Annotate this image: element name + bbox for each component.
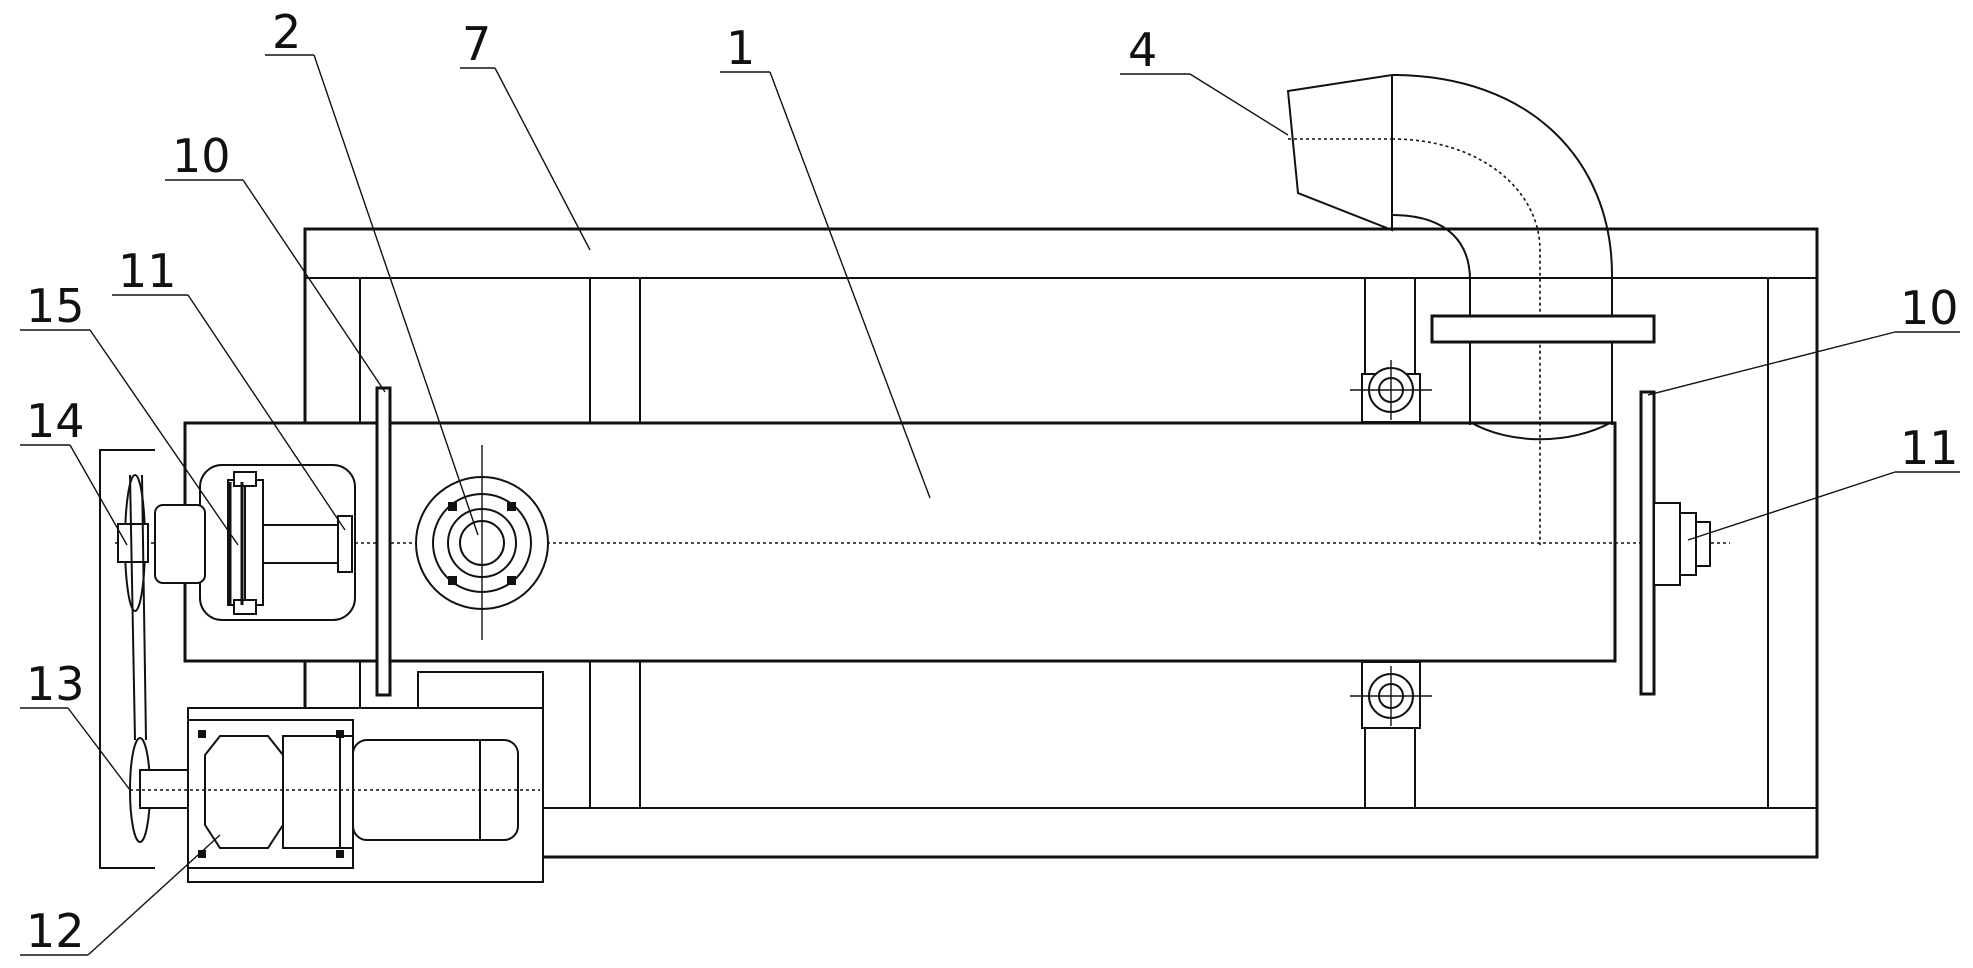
label-11-right: 11 (1900, 421, 1959, 475)
left-bearing-housing (199, 464, 356, 621)
label-2: 2 (272, 5, 301, 59)
left-end-plate (375, 386, 392, 697)
label-12: 12 (26, 904, 85, 958)
support-roller-top (1350, 360, 1432, 423)
label-10-right: 10 (1900, 281, 1959, 335)
motor-gearbox (130, 671, 544, 883)
label-13: 13 (26, 657, 85, 711)
label-7: 7 (462, 17, 491, 71)
chain-drive (117, 474, 191, 843)
part-labels: 2 7 1 4 10 11 15 14 13 12 10 11 (26, 5, 1959, 958)
label-10-left: 10 (172, 129, 231, 183)
support-roller-bottom (1350, 661, 1432, 729)
right-end-plate (1639, 390, 1656, 696)
label-4: 4 (1128, 23, 1157, 77)
label-11-left: 11 (118, 244, 177, 298)
chain-guard (99, 449, 155, 869)
frame (303, 227, 1819, 859)
label-1: 1 (726, 21, 755, 75)
label-15: 15 (26, 279, 85, 333)
drum (115, 421, 1730, 663)
inlet-flange (415, 445, 549, 640)
coupling-15 (154, 482, 244, 605)
right-bearing (1653, 502, 1711, 586)
outlet-elbow (1286, 73, 1656, 545)
leader-lines (20, 54, 1960, 956)
label-14: 14 (26, 394, 85, 448)
